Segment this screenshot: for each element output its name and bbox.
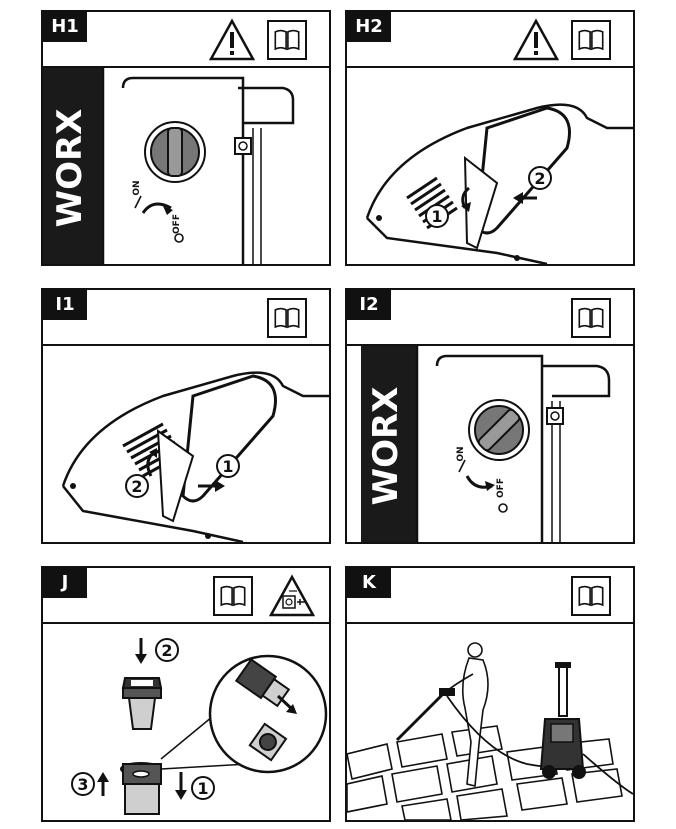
handle-illustration: 1 2 (43, 346, 329, 542)
panel-h1: H1 WORX ON OFF (41, 10, 331, 266)
push-arrow-icon (513, 192, 523, 204)
panel-j: J 2 3 (41, 566, 331, 822)
manual-book-icon (267, 298, 307, 338)
panel-h2: H2 1 2 (345, 10, 635, 266)
power-cord (582, 753, 633, 795)
diagonal-arrow-icon (286, 704, 297, 714)
panel-header: H1 (43, 12, 329, 68)
rotate-arrow-icon (485, 481, 495, 491)
step-1-label: 1 (431, 207, 442, 226)
panel-i2: I2 WORX ON OFF (345, 288, 635, 544)
manual-book-icon (571, 20, 611, 60)
panel-tag: H1 (43, 12, 87, 42)
rotate-arrow-icon (149, 448, 157, 458)
step-1-label: 1 (222, 457, 233, 476)
warning-icon (513, 18, 559, 61)
manual-book-icon (267, 20, 307, 60)
manual-book-icon (571, 298, 611, 338)
panel-header: K (347, 568, 633, 624)
panel-header: H2 (347, 12, 633, 68)
panel-header: I2 (347, 290, 633, 346)
step-2-label: 2 (534, 169, 545, 188)
switch-illustration: WORX ON OFF (347, 346, 633, 542)
manual-book-icon (213, 576, 253, 616)
step-2-label: 2 (161, 641, 172, 660)
spray-wand (395, 690, 447, 742)
off-label: OFF (172, 214, 182, 234)
down-arrow-icon (135, 654, 147, 664)
pressure-washer-unit (539, 662, 633, 795)
panel-tag: I1 (43, 290, 87, 320)
on-label: ON (456, 446, 466, 461)
step-2-label: 2 (131, 477, 142, 496)
panel-i1: I1 1 2 (41, 288, 331, 544)
panel-header: J (43, 568, 329, 624)
panel-tag: K (347, 568, 391, 598)
up-arrow-icon (97, 772, 109, 782)
panel-tag: J (43, 568, 87, 598)
rotate-arrow-icon (461, 202, 471, 212)
manual-book-icon (571, 576, 611, 616)
push-arrow-icon (215, 480, 225, 492)
panel-header: I1 (43, 290, 329, 346)
warning-icon (209, 18, 255, 61)
off-label: OFF (496, 478, 506, 498)
switch-illustration: WORX ON OFF (43, 68, 329, 264)
down-arrow-icon (175, 790, 187, 800)
rotate-arrow-icon (163, 206, 173, 215)
panel-tag: H2 (347, 12, 391, 42)
usage-scene-illustration (347, 624, 633, 820)
panel-tag: I2 (347, 290, 391, 320)
brand-logo: WORX (366, 387, 406, 506)
person-figure (442, 642, 489, 788)
step-3-label: 3 (77, 775, 88, 794)
coupling-illustration: 2 3 1 (43, 624, 329, 820)
on-label: ON (132, 180, 142, 195)
handle-illustration: 1 2 (347, 68, 633, 264)
unplug-warning-icon (269, 574, 315, 617)
zoom-callout (208, 654, 328, 774)
panel-k: K (345, 566, 635, 822)
step-1-label: 1 (197, 779, 208, 798)
brand-logo: WORX (50, 109, 90, 228)
